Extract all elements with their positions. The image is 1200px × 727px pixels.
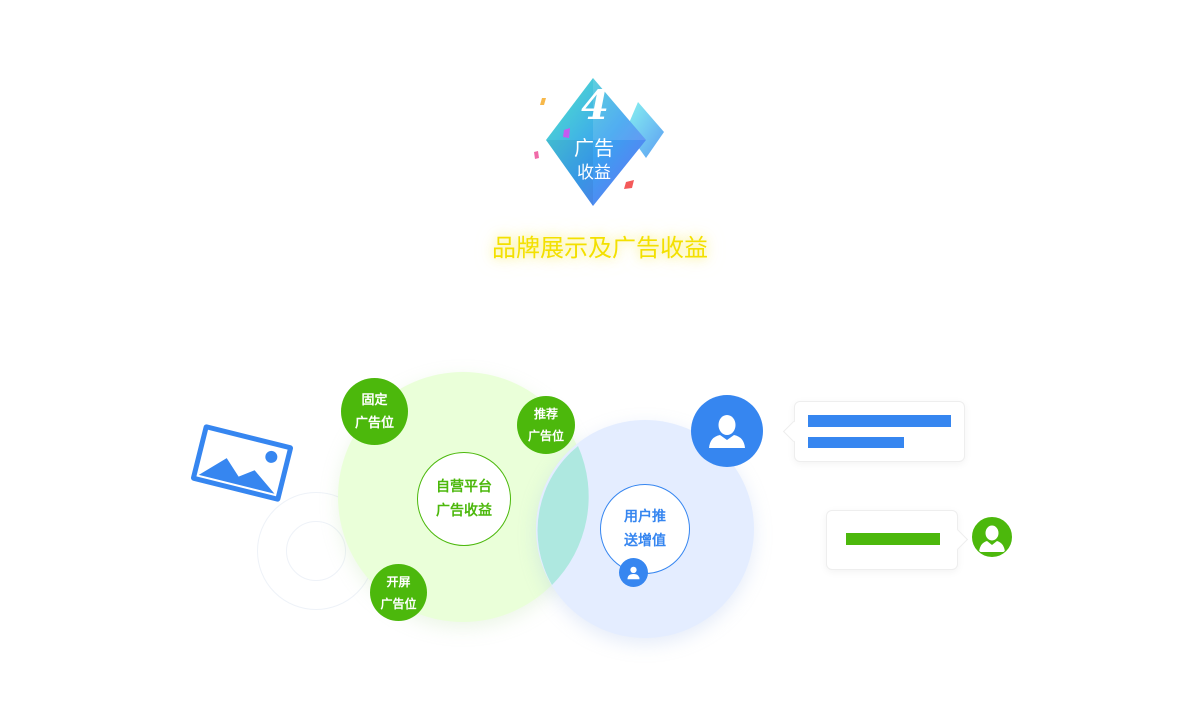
platform-ad-revenue-line2: 广告收益 [436,503,492,519]
fixed-ad-slot-line1: 固定 [361,392,388,408]
user-avatar-green [972,517,1012,557]
splash-ad-slot-line1: 开屏 [386,574,411,589]
recommended-ad-slot-line1: 推荐 [533,407,558,421]
recommended-ad-slot-badge: 推荐 广告位 [517,396,575,454]
badge-number: 4 [581,82,609,129]
badge-label-line2: 收益 [577,163,611,183]
ghost-circle-inner [286,521,346,581]
badge-step-4: 4 广告 收益 [528,72,668,212]
user-icon [709,415,745,448]
splash-ad-slot-line2: 广告位 [380,596,417,611]
message-line-placeholder [808,415,951,427]
image-icon [190,424,294,502]
section-title: 品牌展示及广告收益 [492,234,708,262]
fixed-ad-slot-badge: 固定 广告位 [341,378,408,445]
fixed-ad-slot-line2: 广告位 [354,415,394,431]
user-icon [619,558,648,587]
user-avatar [691,395,763,467]
splash-ad-slot-badge: 开屏 广告位 [370,564,427,621]
platform-ad-revenue-node: 自营平台 广告收益 [417,452,511,546]
message-bubble-blue [794,401,965,462]
user-icon [979,525,1005,552]
user-push-value-line2: 送增值 [624,533,666,549]
message-line-placeholder [808,437,904,448]
badge-label-line1: 广告 [574,136,614,160]
overlap-region [537,446,589,585]
user-push-value-line1: 用户推 [624,509,666,525]
user-push-value-node: 用户推 送增值 [600,484,690,574]
message-bubble-green [826,510,958,570]
recommended-ad-slot-line2: 广告位 [527,429,564,443]
platform-ad-revenue-line1: 自营平台 [436,479,492,495]
diamond-icon [534,78,664,206]
message-line-placeholder [846,533,940,545]
